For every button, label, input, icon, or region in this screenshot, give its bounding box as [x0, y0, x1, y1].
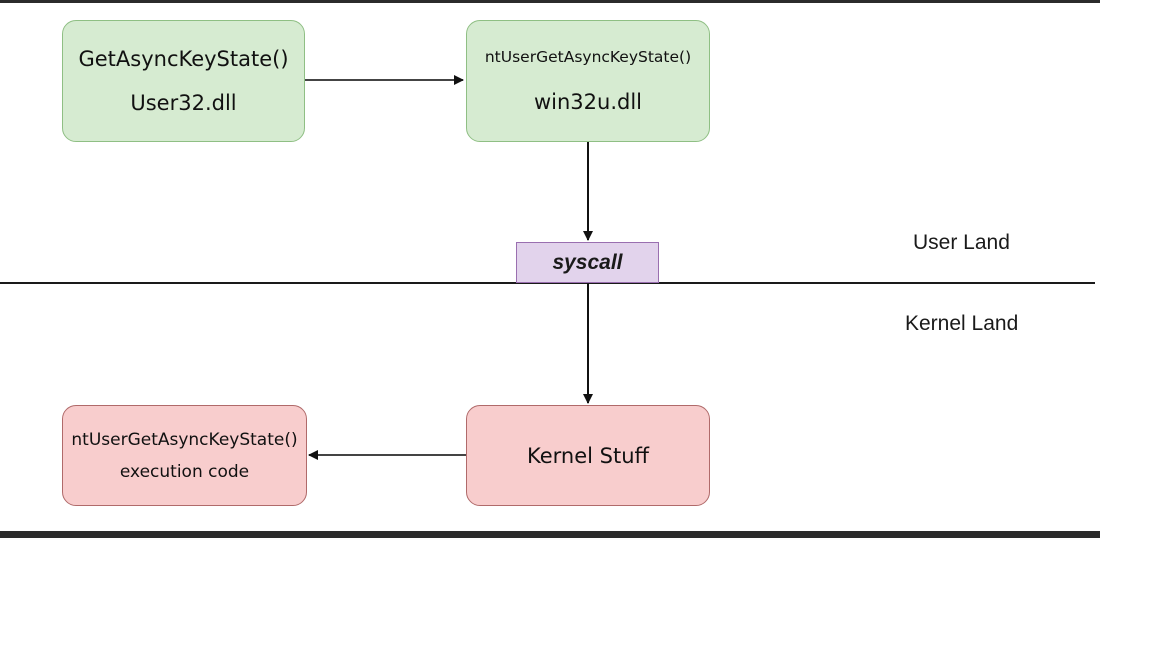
node-ntuser-exec-description: execution code — [119, 461, 250, 482]
node-kernel-stuff: Kernel Stuff — [466, 405, 710, 506]
node-ntuser-exec: ntUserGetAsyncKeyState() execution code — [62, 405, 307, 506]
node-syscall: syscall — [516, 242, 659, 283]
node-ntuser-win32u-function: ntUserGetAsyncKeyState() — [484, 48, 692, 66]
user-kernel-divider — [0, 282, 1095, 284]
node-ntuser-exec-function: ntUserGetAsyncKeyState() — [71, 429, 298, 450]
node-getasynckeystate-function: GetAsyncKeyState() — [78, 47, 289, 71]
node-getasynckeystate: GetAsyncKeyState() User32.dll — [62, 20, 305, 142]
region-label-kernel-land: Kernel Land — [905, 312, 1019, 335]
node-getasynckeystate-module: User32.dll — [130, 91, 237, 115]
node-ntuser-win32u-module: win32u.dll — [533, 90, 643, 114]
region-label-user-land: User Land — [913, 231, 1010, 254]
bottom-border — [0, 531, 1100, 538]
node-ntuser-win32u: ntUserGetAsyncKeyState() win32u.dll — [466, 20, 710, 142]
node-kernel-stuff-label: Kernel Stuff — [527, 443, 649, 468]
top-border — [0, 0, 1100, 3]
